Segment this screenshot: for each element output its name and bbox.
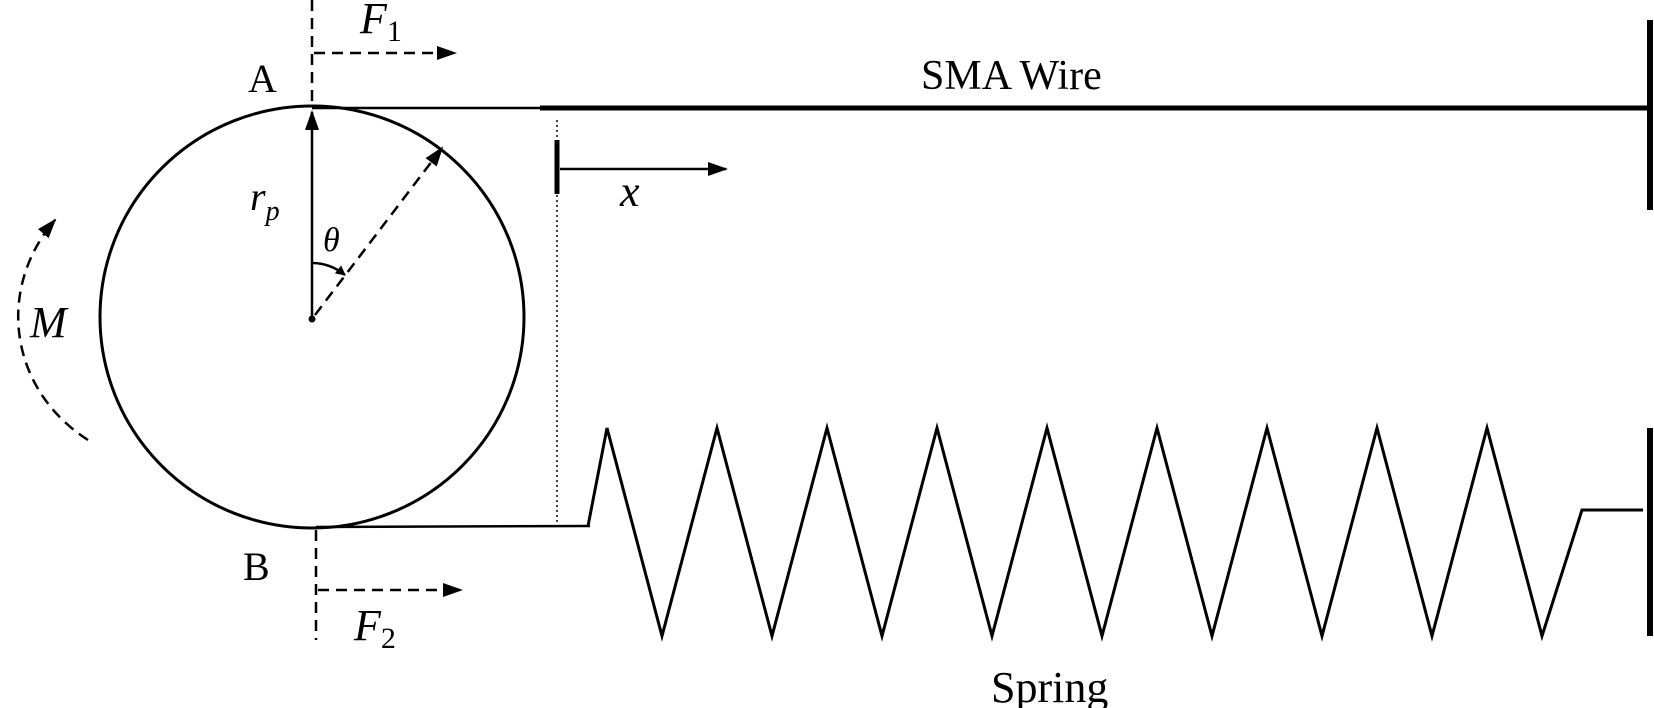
force-1-label: F1 — [359, 0, 402, 48]
pulley-center-dot — [308, 315, 316, 323]
force-2-label: F2 — [353, 601, 396, 655]
force-2-subscript: 2 — [381, 622, 396, 655]
force-1-subscript: 1 — [387, 15, 402, 48]
theta-arc-arrow — [311, 261, 346, 276]
point-a-label: A — [248, 56, 277, 101]
sma-wire-label: SMA Wire — [921, 53, 1102, 99]
bottom-cable — [315, 524, 591, 529]
moment-label: M — [29, 298, 69, 347]
theta-label: θ — [323, 222, 340, 259]
force-1-symbol: F — [359, 0, 388, 43]
displacement-label: x — [619, 167, 640, 216]
radius-label: rp — [250, 174, 280, 227]
point-b-label: B — [243, 544, 270, 589]
pulley-circle — [98, 104, 526, 530]
spring-label: Spring — [991, 663, 1108, 708]
spring-coil — [586, 422, 1643, 642]
force-2-symbol: F — [353, 601, 382, 650]
moment-arrow — [16, 218, 89, 442]
radius-symbol: r — [250, 174, 266, 219]
radius-subscript: p — [264, 196, 280, 227]
